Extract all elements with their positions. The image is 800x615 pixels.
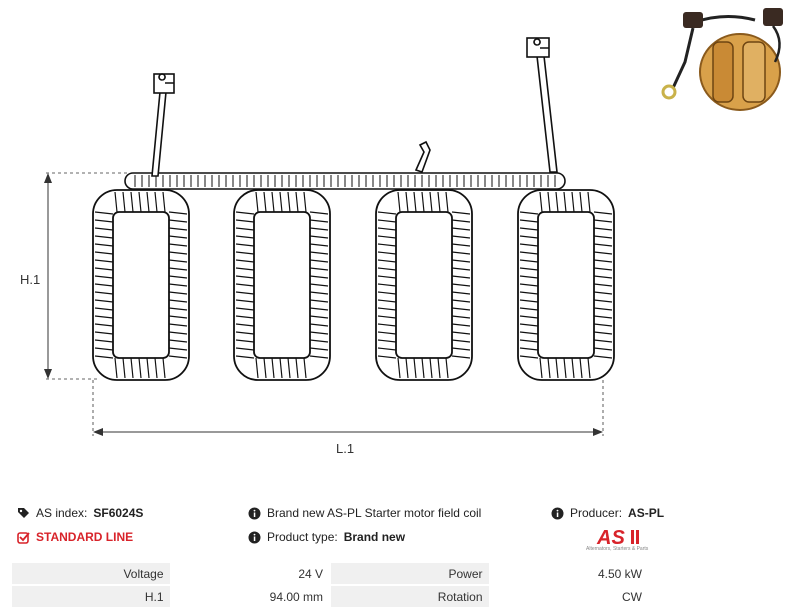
technical-drawing: H.1 L.1 [20, 37, 615, 456]
terminal-left [151, 73, 175, 177]
spec-label: H.1 [12, 586, 170, 607]
coil-group [92, 189, 615, 381]
standard-line-label: STANDARD LINE [36, 530, 134, 544]
product-type-value: Brand new [343, 530, 406, 544]
field-coil-drawing [44, 37, 615, 436]
terminal-middle [414, 140, 431, 174]
terminal-right [526, 37, 558, 173]
check-square-icon [17, 531, 30, 544]
spec-value: 24 V [171, 563, 329, 584]
description-text: Brand new AS-PL Starter motor field coil [267, 506, 482, 520]
spec-label: Voltage [12, 563, 170, 584]
dim-arrow-up [44, 173, 52, 183]
spec-label: Power [331, 563, 489, 584]
info-circle-icon [248, 507, 261, 520]
field-coil-2 [233, 189, 331, 381]
spec-value: 4.50 kW [490, 563, 648, 584]
tag-icon [17, 507, 30, 520]
top-band-windings [134, 175, 556, 187]
product-type-label: Product type: [267, 530, 338, 544]
field-coil-4 [517, 189, 615, 381]
field-coil-1 [92, 189, 190, 381]
product-type-row: Product type: Brand new [248, 530, 405, 544]
info-circle-icon [551, 507, 564, 520]
as-index-row: AS index: SF6024S [17, 506, 143, 520]
spec-label: Rotation [331, 586, 489, 607]
as-index-label: AS index: [36, 506, 88, 520]
logo-tagline: Alternators, Starters & Parts [586, 546, 649, 552]
producer-label: Producer: [570, 506, 623, 520]
as-index-value: SF6024S [93, 506, 144, 520]
info-circle-icon [248, 531, 261, 544]
spec-value: 94.00 mm [171, 586, 329, 607]
dimension-h1-label: H.1 [20, 272, 41, 287]
dim-arrow-down [44, 369, 52, 379]
field-coil-3 [375, 189, 473, 381]
dimension-l1-label: L.1 [336, 441, 355, 456]
description-row: Brand new AS-PL Starter motor field coil [248, 506, 481, 520]
producer-value: AS-PL [628, 506, 665, 520]
standard-line-row: STANDARD LINE [17, 530, 133, 544]
spec-value: CW [490, 586, 648, 607]
product-photo[interactable] [655, 2, 795, 120]
as-pl-logo: AS [585, 526, 651, 552]
svg-text:AS: AS [596, 527, 625, 548]
producer-row: Producer: AS-PL [551, 506, 664, 520]
field-coil-photo [661, 8, 783, 111]
dim-arrow-left [93, 428, 103, 436]
dim-arrow-right [593, 428, 603, 436]
